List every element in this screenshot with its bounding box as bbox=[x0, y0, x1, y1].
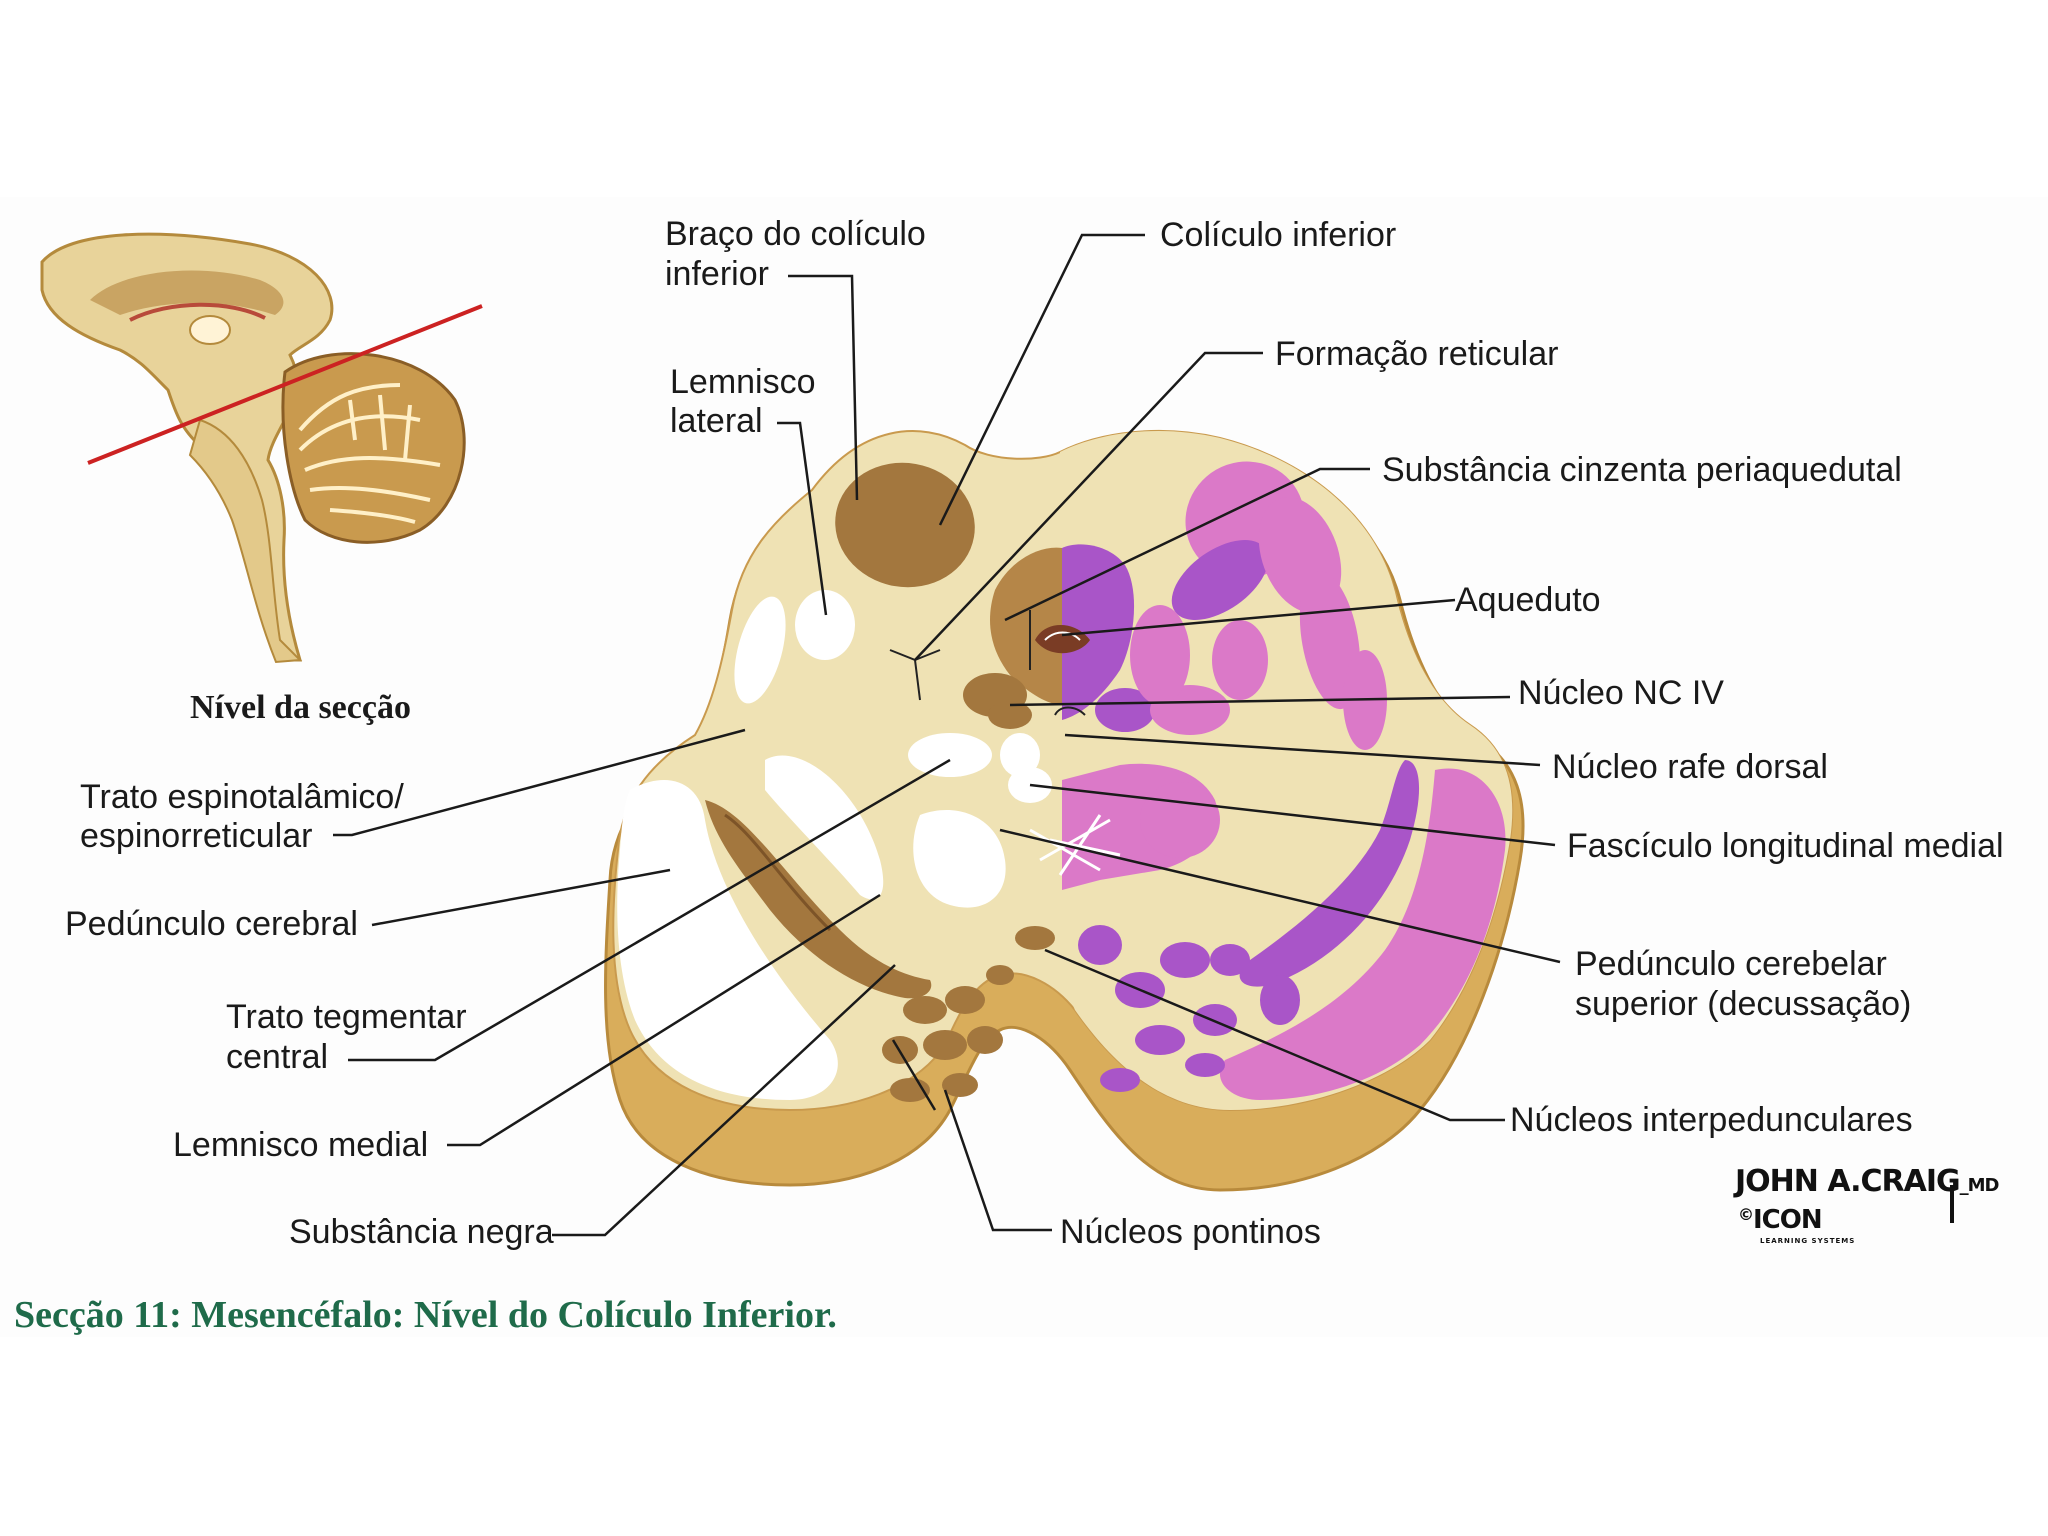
label-trato-tegmentar-2: central bbox=[226, 1038, 329, 1076]
leader-lines bbox=[333, 233, 1561, 1237]
midbrain-section bbox=[604, 430, 1525, 1192]
label-lemnisco-lateral-1: Lemnisco bbox=[670, 363, 816, 401]
label-formacao-reticular: Formação reticular bbox=[1275, 335, 1559, 373]
label-nucleo-nc-iv: Núcleo NC IV bbox=[1518, 674, 1724, 712]
inset-caption: Nível da secção bbox=[190, 689, 411, 726]
signature-suffix: MD bbox=[1967, 1175, 2000, 1196]
label-substancia-cinzenta: Substância cinzenta periaquedutal bbox=[1382, 451, 1902, 489]
label-coliculo-inferior: Colículo inferior bbox=[1160, 216, 1397, 254]
label-pedunculo-cerebral: Pedúnculo cerebral bbox=[65, 905, 358, 943]
publisher-logo: ICON bbox=[1753, 1205, 1823, 1235]
label-braco-coliculo-1: Braço do colículo bbox=[665, 215, 926, 253]
signature-stroke bbox=[1950, 1185, 1954, 1223]
section-level-line bbox=[87, 304, 483, 465]
label-pedunculo-cerebelar-1: Pedúnculo cerebelar bbox=[1575, 945, 1887, 983]
signature-name: JOHN A.CRAIG bbox=[1735, 1164, 1961, 1199]
label-nucleos-interpedunculares: Núcleos interpedunculares bbox=[1510, 1101, 1913, 1139]
label-lemnisco-lateral-2: lateral bbox=[670, 402, 763, 440]
artist-signature: JOHN A.CRAIG_MD bbox=[1735, 1164, 2000, 1199]
label-trato-espinotalamico-1: Trato espinotalâmico/ bbox=[80, 778, 404, 816]
label-lemnisco-medial: Lemnisco medial bbox=[173, 1126, 429, 1164]
copyright-symbol: © bbox=[1738, 1205, 1754, 1224]
sagittal-brain-inset bbox=[40, 232, 483, 664]
label-trato-tegmentar-1: Trato tegmentar bbox=[226, 998, 467, 1036]
label-substancia-negra: Substância negra bbox=[289, 1213, 554, 1251]
publisher-subtitle: LEARNING SYSTEMS bbox=[1760, 1237, 1856, 1245]
label-trato-espinotalamico-2: espinorreticular bbox=[80, 817, 313, 855]
label-fasciculo-longitudinal: Fascículo longitudinal medial bbox=[1567, 827, 2004, 865]
figure-caption: Secção 11: Mesencéfalo: Nível do Colícul… bbox=[14, 1294, 837, 1336]
label-aqueduto: Aqueduto bbox=[1455, 581, 1601, 619]
label-braco-coliculo-2: inferior bbox=[665, 255, 769, 293]
label-nucleos-pontinos: Núcleos pontinos bbox=[1060, 1213, 1321, 1251]
label-nucleo-rafe-dorsal: Núcleo rafe dorsal bbox=[1552, 748, 1828, 786]
label-pedunculo-cerebelar-2: superior (decussação) bbox=[1575, 985, 1912, 1023]
publisher-mark: ©ICON bbox=[1738, 1205, 1823, 1235]
